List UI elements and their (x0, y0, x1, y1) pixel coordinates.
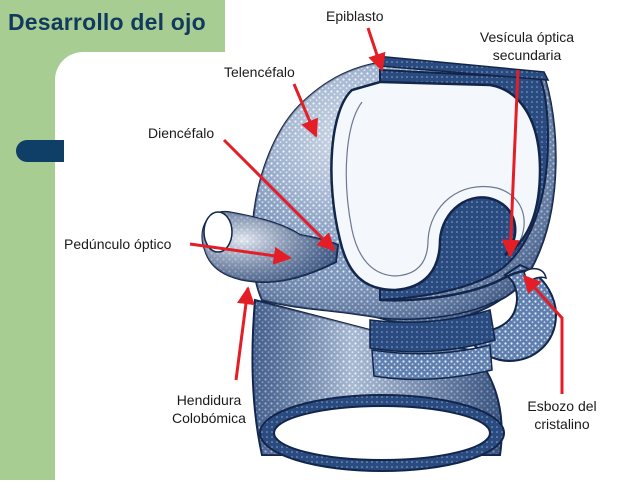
arrow-pedunculo (189, 242, 292, 265)
label-vesicula-optica: Vesícula óptica secundaria (472, 28, 582, 64)
arrow-diencefalo (222, 138, 336, 252)
tube-opening (259, 394, 505, 472)
eye-development-diagram (189, 27, 564, 472)
arrow-esbozo (522, 274, 564, 394)
arrow-vesicula (501, 69, 520, 258)
label-esbozo-cristalino: Esbozo del cristalino (518, 397, 606, 433)
label-esbozo-line2: cristalino (534, 416, 590, 432)
label-arrows (189, 27, 564, 394)
arrow-telencefalo (292, 83, 318, 138)
label-diencefalo: Diencéfalo (148, 125, 215, 141)
label-epiblasto: Epiblasto (326, 8, 384, 24)
label-vesicula-line1: Vesícula óptica (479, 29, 575, 45)
arrow-hendidura (234, 286, 255, 381)
label-hendidura-line2: Colobómica (172, 410, 246, 426)
page-title: Desarrollo del ojo (8, 9, 206, 35)
midline-layers (369, 309, 496, 381)
arrow-epiblasto (366, 27, 386, 72)
decorative-tab (16, 140, 64, 162)
label-hendidura-colobomica: Hendidura Colobómica (166, 391, 252, 427)
label-vesicula-line2: secundaria (492, 47, 562, 63)
optic-stalk (201, 210, 340, 284)
label-esbozo-line1: Esbozo del (527, 398, 597, 414)
label-pedunculo-optico: Pedúnculo óptico (64, 236, 172, 252)
label-telencefalo: Telencéfalo (224, 64, 295, 80)
label-hendidura-line1: Hendidura (176, 392, 242, 408)
